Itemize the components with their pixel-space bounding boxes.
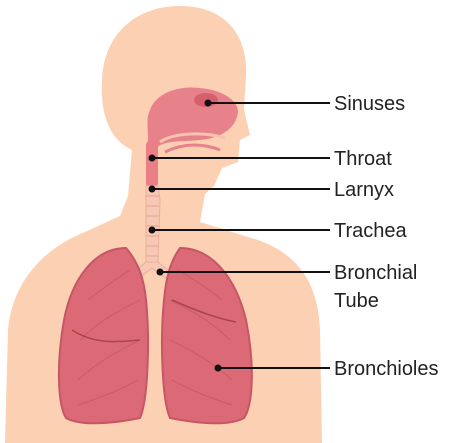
label-tube: Tube [334, 290, 379, 312]
label-bronchial: Bronchial [334, 262, 417, 284]
label-trachea: Trachea [334, 220, 408, 242]
sinuses-dot [205, 100, 212, 107]
throat-tube [146, 140, 158, 188]
throat-dot [149, 155, 156, 162]
label-sinuses: Sinuses [334, 93, 405, 115]
larnyx-dot [149, 186, 156, 193]
label-throat: Throat [334, 148, 392, 170]
trachea-dot [149, 227, 156, 234]
bronchial-dot [157, 269, 164, 276]
label-larnyx: Larnyx [334, 179, 394, 201]
label-bronchioles: Bronchioles [334, 358, 439, 380]
labels: Sinuses Throat Larnyx Trachea Bronchial … [334, 93, 439, 380]
bronchioles-dot [215, 365, 222, 372]
